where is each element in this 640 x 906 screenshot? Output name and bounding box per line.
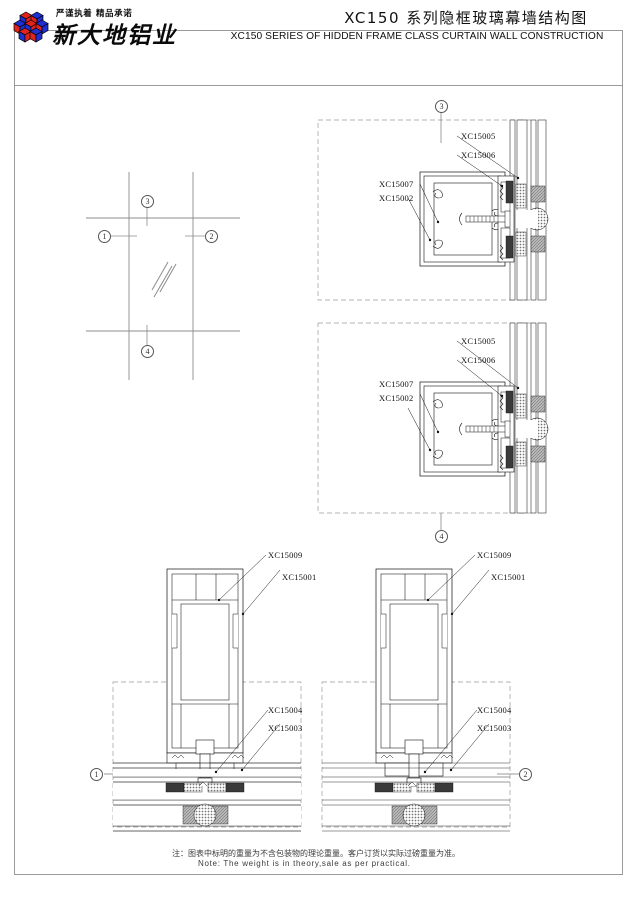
callout-xc15001-d2: XC15001 — [491, 572, 526, 582]
detail-marker-1: 1 — [90, 768, 103, 781]
sheet-border — [14, 30, 623, 875]
title-block — [14, 30, 623, 86]
key-marker-1: 1 — [98, 230, 111, 243]
detail-marker-4: 4 — [435, 530, 448, 543]
company-slogan: 严谨执着 精品承诺 — [56, 9, 133, 19]
callout-xc15002-d3: XC15002 — [379, 193, 414, 203]
key-marker-3: 3 — [141, 195, 154, 208]
footer-note-en: Note: The weight is in theory,sale as pe… — [198, 859, 411, 868]
callout-xc15001-d1: XC15001 — [282, 572, 317, 582]
drawing-title-cn: XC150 系列隐框玻璃幕墙结构图 — [344, 9, 588, 27]
callout-xc15005-d4: XC15005 — [461, 336, 496, 346]
drawing-title-en: XC150 SERIES OF HIDDEN FRAME CLASS CURTA… — [230, 31, 604, 42]
footer-note-cn: 注：图表中标明的重量为不含包装物的理论重量。客户订货以实际过磅重量为准。 — [172, 849, 460, 858]
detail-marker-3: 3 — [435, 100, 448, 113]
callout-xc15009-d2: XC15009 — [477, 550, 512, 560]
company-name: 新大地铝业 — [52, 23, 177, 49]
callout-xc15003-d1: XC15003 — [268, 723, 303, 733]
callout-xc15007-d3: XC15007 — [379, 179, 414, 189]
callout-xc15004-d1: XC15004 — [268, 705, 303, 715]
callout-xc15005-d3: XC15005 — [461, 131, 496, 141]
key-marker-4: 4 — [141, 345, 154, 358]
callout-xc15003-d2: XC15003 — [477, 723, 512, 733]
detail-marker-2: 2 — [519, 768, 532, 781]
callout-xc15004-d2: XC15004 — [477, 705, 512, 715]
callout-xc15006-d4: XC15006 — [461, 355, 496, 365]
callout-xc15007-d4: XC15007 — [379, 379, 414, 389]
callout-xc15009-d1: XC15009 — [268, 550, 303, 560]
callout-xc15006-d3: XC15006 — [461, 150, 496, 160]
cube-cluster-logo-icon — [6, 8, 62, 48]
key-marker-2: 2 — [205, 230, 218, 243]
callout-xc15002-d4: XC15002 — [379, 393, 414, 403]
